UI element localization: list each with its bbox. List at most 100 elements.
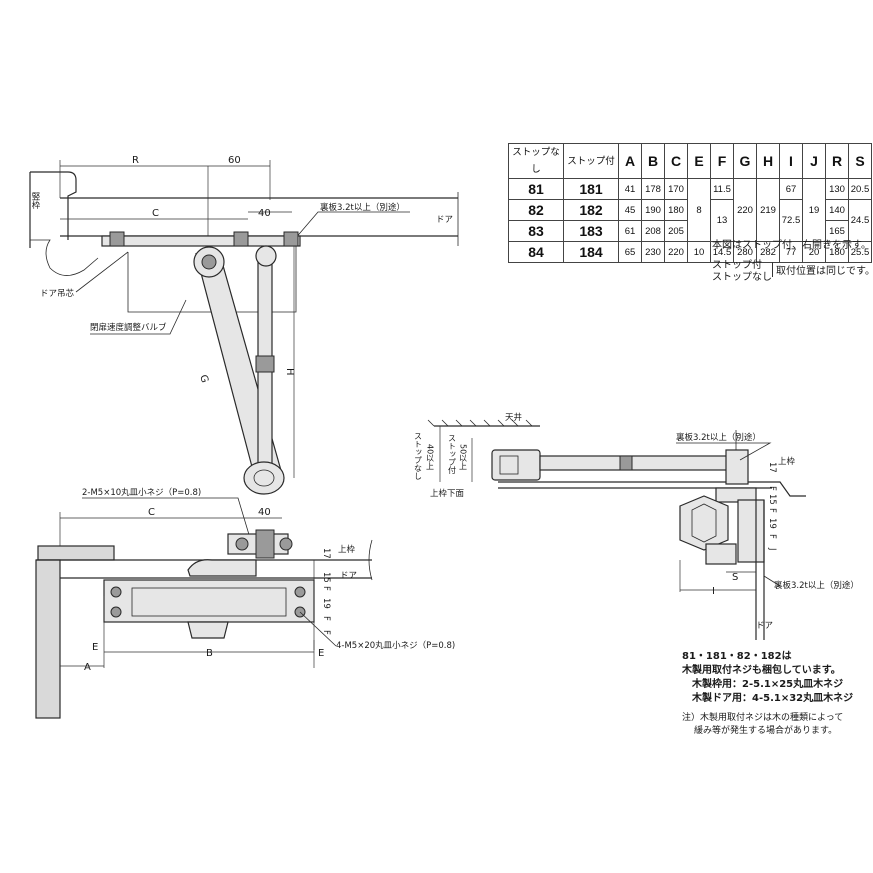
cell-no-stop: 81: [508, 178, 564, 200]
side-dim-F2: F: [767, 508, 777, 513]
table-row: 81 181 41 178 170 8 11.5 220 219 67 19 1…: [508, 178, 872, 242]
side-backplate-top-label: 裏板3.2t以上（別途）: [676, 432, 761, 443]
screw-top-label: 2-M5×10丸皿小ネジ（P=0.8): [82, 487, 201, 498]
cell-A: 61: [618, 220, 642, 242]
arm-joint: [243, 461, 285, 495]
door-jamb: [30, 171, 77, 240]
plan-dim-19: 19: [321, 598, 331, 609]
side-dim-15: 15: [767, 494, 777, 505]
side-dim-J: J: [767, 547, 777, 551]
header-R: R: [825, 143, 849, 179]
plan-dim-B: B: [206, 648, 213, 659]
stop-40-label: 40以上: [426, 444, 435, 470]
caution-note-1: 注）木製用取付ネジは木の種類によって: [682, 713, 844, 723]
cell-R-84: 180: [825, 241, 849, 263]
cell-C: 180: [664, 199, 688, 221]
plan-dim-A: A: [84, 662, 91, 673]
cell-A: 65: [618, 241, 642, 263]
door-pivot-arc: [30, 239, 99, 276]
side-valve-hex: [679, 495, 729, 551]
cell-I-81: 67: [779, 178, 803, 200]
header-E: E: [687, 143, 711, 179]
side-dim-F3: F: [767, 534, 777, 539]
screw-bottom-label: 4-M5×20丸皿小ネジ（P=0.8): [336, 640, 455, 651]
plan-dim-17: 17: [321, 548, 331, 559]
table-row: 83 183 61 208 205 165: [508, 220, 872, 242]
cell-C: 220: [664, 241, 688, 263]
stop-50-label: 50以上: [459, 444, 468, 470]
cell-F-shared: 13: [710, 199, 734, 242]
cell-B: 208: [641, 220, 665, 242]
plan-dim-E-left: E: [92, 642, 98, 653]
cell-no-stop: 82: [508, 199, 564, 221]
header-S: S: [848, 143, 872, 179]
cell-E-84: 10: [687, 241, 711, 263]
header-A: A: [618, 143, 642, 179]
side-dim-I: I: [712, 586, 715, 597]
cell-E-shared: 8: [687, 178, 711, 242]
side-dim-F1: F: [767, 486, 777, 491]
plan-door-label: ドア: [340, 571, 357, 581]
frame-bracket: [101, 235, 301, 247]
cell-C: 170: [664, 178, 688, 200]
dim-40: 40: [258, 208, 271, 219]
header-with-stop: ストップ付: [563, 143, 619, 179]
cell-with-stop: 182: [563, 199, 619, 221]
frame-bottom-label: 上枠下面: [430, 488, 465, 499]
side-arm-head: [491, 449, 541, 481]
mount-note-same: 取付位置は同じです。: [772, 262, 873, 277]
cell-C: 205: [664, 220, 688, 242]
side-frame-label: 上枠: [778, 456, 796, 467]
plan-frame-label: 上枠: [338, 544, 356, 555]
cell-with-stop: 181: [563, 178, 619, 200]
plan-dim-C: C: [148, 507, 155, 518]
cell-B: 178: [641, 178, 665, 200]
header-no-stop: ストップなし: [508, 143, 564, 179]
cell-R-81: 130: [825, 178, 849, 200]
plan-dim-40: 40: [258, 507, 271, 518]
cell-no-stop: 83: [508, 220, 564, 242]
frame-header: [37, 545, 115, 561]
plan-dim-E-right: E: [318, 648, 324, 659]
dim-R: R: [132, 155, 139, 166]
cell-S-shared: 24.5: [848, 199, 872, 242]
pack-note-line: 木製用取付ネジも梱包しています。: [682, 665, 841, 676]
cell-S-84: 25.5: [848, 241, 872, 263]
table-row: 84 184 65 230 220 10 14.5 280 282 77 20 …: [508, 241, 872, 263]
header-C: C: [664, 143, 688, 179]
jamb-label: 竪枠: [30, 192, 40, 210]
header-H: H: [756, 143, 780, 179]
front-view: 竪枠 R 60 C 40 裏板3.2t以上（別途） ドア ドア吊芯 閉扉速度調整…: [29, 155, 459, 495]
cell-G-shared: 220: [733, 178, 757, 242]
pivot-label: ドア吊芯: [40, 288, 75, 299]
cell-with-stop: 183: [563, 220, 619, 242]
header-F: F: [710, 143, 734, 179]
valve-label: 閉扉速度調整バルブ: [90, 322, 167, 333]
table-note: 本図はストップ付、右開きを示す。: [712, 240, 871, 251]
table-row: 82 182 45 190 180 13 72.5 140 24.5: [508, 199, 872, 242]
mount-note-with-stop: ストップ付: [712, 260, 762, 271]
header-I: I: [779, 143, 803, 179]
door-stile: [35, 559, 61, 719]
ceiling-label: 天井: [505, 412, 522, 423]
side-arm-rod: [539, 455, 737, 471]
backplate-label: 裏板3.2t以上（別途）: [320, 202, 405, 213]
cell-F-81: 11.5: [710, 178, 734, 200]
wood-frame-screw: 木製枠用：2-5.1×25丸皿木ネジ: [692, 679, 844, 690]
side-dim-S: S: [732, 572, 738, 583]
table-header-row: ストップなし ストップ付 A B C E F G H I J R S: [508, 143, 872, 179]
cell-S-81: 20.5: [848, 178, 872, 200]
dim-G: G: [197, 374, 210, 385]
plan-dim-15: 15: [321, 572, 331, 583]
header-B: B: [641, 143, 665, 179]
cell-J-shared: 19: [802, 178, 826, 242]
stop-none-label: ストップなし: [414, 432, 423, 480]
cell-no-stop: 84: [508, 241, 564, 263]
side-backplate-bottom-label: 裏板3.2t以上（別途）: [774, 580, 859, 591]
side-dim-17: 17: [767, 462, 777, 473]
plan-view: 2-M5×10丸皿小ネジ（P=0.8) C 40 上枠 ドア 17 15: [35, 487, 455, 719]
side-dim-19: 19: [767, 518, 777, 529]
plan-dim-F-body2: F: [321, 630, 331, 635]
caution-note-2: 緩み等が発生する場合があります。: [694, 726, 838, 736]
cell-H-shared: 219: [756, 178, 780, 242]
